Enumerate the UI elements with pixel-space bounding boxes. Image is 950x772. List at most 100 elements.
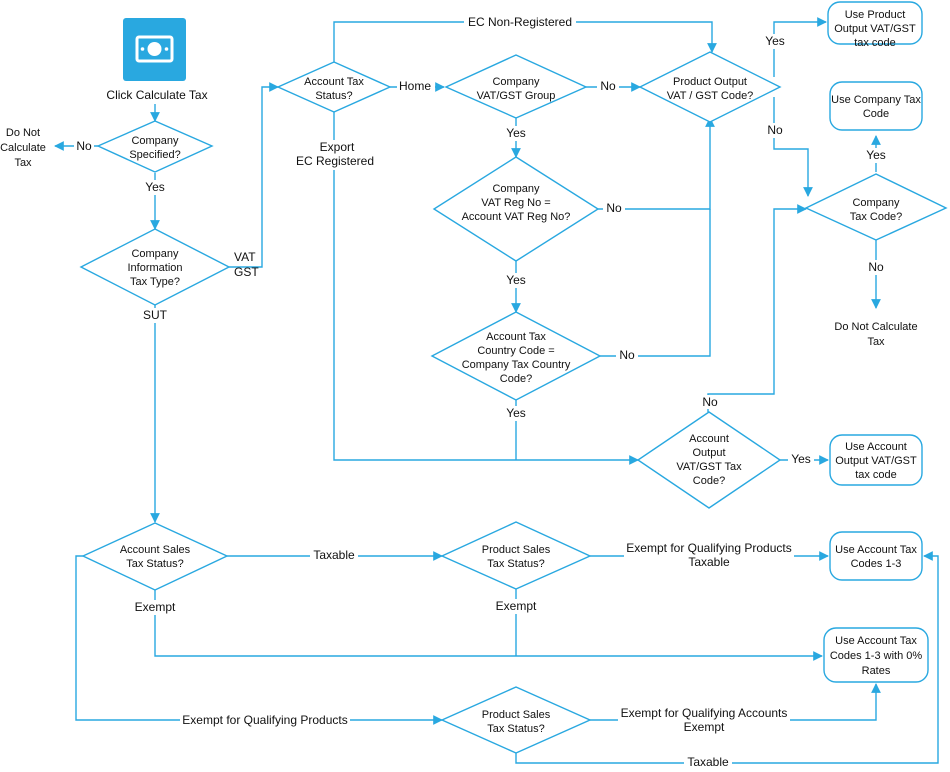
svg-text:Use Company Tax: Use Company Tax (831, 94, 921, 106)
svg-text:VAT / GST Code?: VAT / GST Code? (667, 90, 754, 102)
label-home: Home (399, 79, 431, 93)
label-yes-group: Yes (506, 126, 526, 140)
svg-text:Rates: Rates (862, 665, 891, 677)
node-account-output-vat: Account Output VAT/GST Tax Code? (636, 411, 782, 509)
svg-text:Use Account: Use Account (845, 441, 907, 453)
node-do-not-calculate-right: Do Not Calculate Tax (834, 321, 917, 348)
label-taxable-2: Taxable (687, 755, 729, 769)
edge-export-ec-registered (333, 112, 639, 465)
node-company-vat-group: Company VAT/GST Group (444, 54, 588, 119)
node-company-info-tax-type: Company Information Tax Type? (79, 228, 231, 306)
node-account-tax-country: Account Tax Country Code = Company Tax C… (430, 311, 602, 401)
label-yes-product-output: Yes (765, 34, 785, 48)
node-use-account-tax-codes: Use Account Tax Codes 1-3 (829, 531, 923, 581)
label-taxable-1: Taxable (313, 548, 355, 562)
label-export: Export (320, 140, 355, 154)
edge-product-output-yes (773, 17, 827, 77)
svg-text:VAT/GST Group: VAT/GST Group (477, 90, 556, 102)
start-label: Click Calculate Tax (106, 88, 207, 102)
svg-text:Codes 1-3 with 0%: Codes 1-3 with 0% (830, 650, 923, 662)
svg-text:Product Sales: Product Sales (482, 544, 551, 556)
svg-text:Tax: Tax (867, 336, 885, 348)
label-gst: GST (234, 265, 259, 279)
svg-text:Tax Type?: Tax Type? (130, 276, 180, 288)
svg-text:tax code: tax code (855, 469, 897, 481)
edge-exempt-qualifying-products (75, 555, 443, 725)
svg-text:Tax Code?: Tax Code? (850, 211, 903, 223)
svg-text:Use Product: Use Product (845, 9, 906, 21)
svg-text:Status?: Status? (315, 90, 352, 102)
node-do-not-calculate-left: Do Not Calculate Tax (0, 127, 46, 169)
label-ec-non-registered: EC Non-Registered (468, 15, 572, 29)
node-company-vat-reg-no: Company VAT Reg No = Account VAT Reg No? (432, 156, 600, 262)
edge-taxable-2 (515, 551, 939, 764)
edge-reg-no-no (598, 117, 715, 210)
label-no-company: No (76, 139, 92, 153)
svg-text:Tax Status?: Tax Status? (126, 558, 183, 570)
svg-text:Country Code =: Country Code = (477, 345, 554, 357)
svg-text:Account Tax: Account Tax (304, 76, 364, 88)
label-exempt-1: Exempt (135, 600, 176, 614)
svg-text:Use Account Tax: Use Account Tax (835, 635, 917, 647)
svg-text:Company: Company (131, 248, 179, 260)
svg-text:Code?: Code? (693, 475, 725, 487)
svg-text:Do Not: Do Not (6, 127, 40, 139)
label-exempt-qualifying-products-taxable-1: Exempt for Qualifying Products (626, 541, 791, 555)
svg-text:Calculate: Calculate (0, 142, 46, 154)
label-exempt-qualifying-accounts-2: Exempt (684, 720, 725, 734)
label-vat: VAT (234, 250, 256, 264)
svg-text:Tax Status?: Tax Status? (487, 723, 544, 735)
label-no-account-output: No (702, 395, 718, 409)
label-yes-reg-no: Yes (506, 273, 526, 287)
svg-text:Company Tax Country: Company Tax Country (462, 359, 571, 371)
svg-text:tax code: tax code (854, 37, 896, 49)
svg-text:Tax Status?: Tax Status? (487, 558, 544, 570)
node-use-account-tax-codes-zero-rate: Use Account Tax Codes 1-3 with 0% Rates (823, 627, 929, 683)
svg-text:Account Tax: Account Tax (486, 331, 546, 343)
node-product-sales-tax-status-1: Product Sales Tax Status? (440, 521, 592, 590)
label-exempt-qualifying-products: Exempt for Qualifying Products (182, 713, 347, 727)
label-sut: SUT (143, 308, 168, 322)
edge-country-no (600, 209, 711, 357)
svg-text:Code?: Code? (500, 373, 532, 385)
label-no-reg-no: No (606, 201, 622, 215)
edge-exempt-1 (154, 590, 823, 661)
svg-text:Company: Company (131, 135, 179, 147)
svg-text:Output: Output (692, 447, 725, 459)
edge-labels: No Yes VAT GST SUT EC Non-Registered Hom… (74, 14, 889, 770)
svg-text:VAT/GST Tax: VAT/GST Tax (676, 461, 742, 473)
svg-text:Product Output: Product Output (673, 76, 747, 88)
label-no-product-output: No (767, 123, 783, 137)
start-node[interactable]: Click Calculate Tax (106, 18, 208, 102)
svg-text:Do Not Calculate: Do Not Calculate (834, 321, 917, 333)
svg-text:Output VAT/GST: Output VAT/GST (835, 455, 917, 467)
svg-text:Product Sales: Product Sales (482, 709, 551, 721)
label-exempt-qualifying-accounts-1: Exempt for Qualifying Accounts (621, 706, 788, 720)
money-icon (135, 35, 174, 63)
label-yes-country: Yes (506, 406, 526, 420)
node-company-specified: Company Specified? (96, 120, 214, 173)
label-yes-company: Yes (145, 180, 165, 194)
svg-text:Code: Code (863, 108, 889, 120)
label-no-country: No (619, 348, 635, 362)
svg-text:Company: Company (492, 183, 540, 195)
node-use-product-output: Use Product Output VAT/GST tax code (827, 1, 923, 49)
node-product-output-vat: Product Output VAT / GST Code? (638, 51, 782, 123)
svg-text:Specified?: Specified? (129, 149, 180, 161)
svg-text:Account Sales: Account Sales (120, 544, 191, 556)
label-exempt-2: Exempt (496, 599, 537, 613)
label-no-group: No (600, 79, 616, 93)
node-product-sales-tax-status-2: Product Sales Tax Status? (440, 686, 592, 754)
node-account-tax-status: Account Tax Status? (276, 61, 392, 113)
svg-text:Account VAT Reg No?: Account VAT Reg No? (462, 211, 571, 223)
label-yes-company-tax-code: Yes (866, 148, 886, 162)
svg-text:Use Account Tax: Use Account Tax (835, 544, 917, 556)
svg-text:Tax: Tax (14, 157, 32, 169)
edges (54, 17, 939, 764)
label-ec-registered: EC Registered (296, 154, 374, 168)
node-account-sales-tax-status: Account Sales Tax Status? (81, 522, 229, 591)
label-exempt-qualifying-products-taxable-2: Taxable (688, 555, 730, 569)
label-yes-account-output: Yes (791, 452, 811, 466)
node-use-account-output: Use Account Output VAT/GST tax code (829, 434, 923, 486)
svg-text:Output VAT/GST: Output VAT/GST (834, 23, 916, 35)
